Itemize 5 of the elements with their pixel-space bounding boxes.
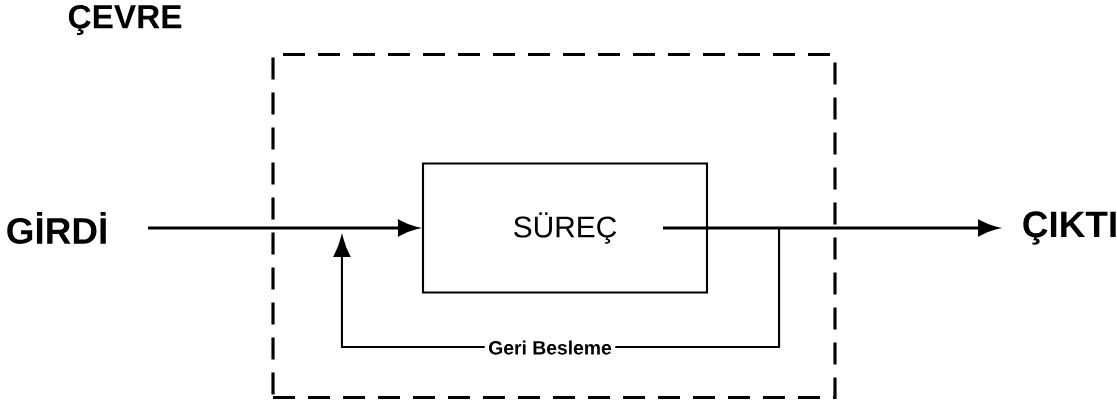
node-label: ÇEVRE [68,4,182,36]
process-box: SÜREÇ [421,162,709,294]
edge-label: Geri Besleme [489,340,612,355]
text-label: GİRDİ [7,212,106,244]
text-label: ÇIKTI [1023,211,1116,245]
